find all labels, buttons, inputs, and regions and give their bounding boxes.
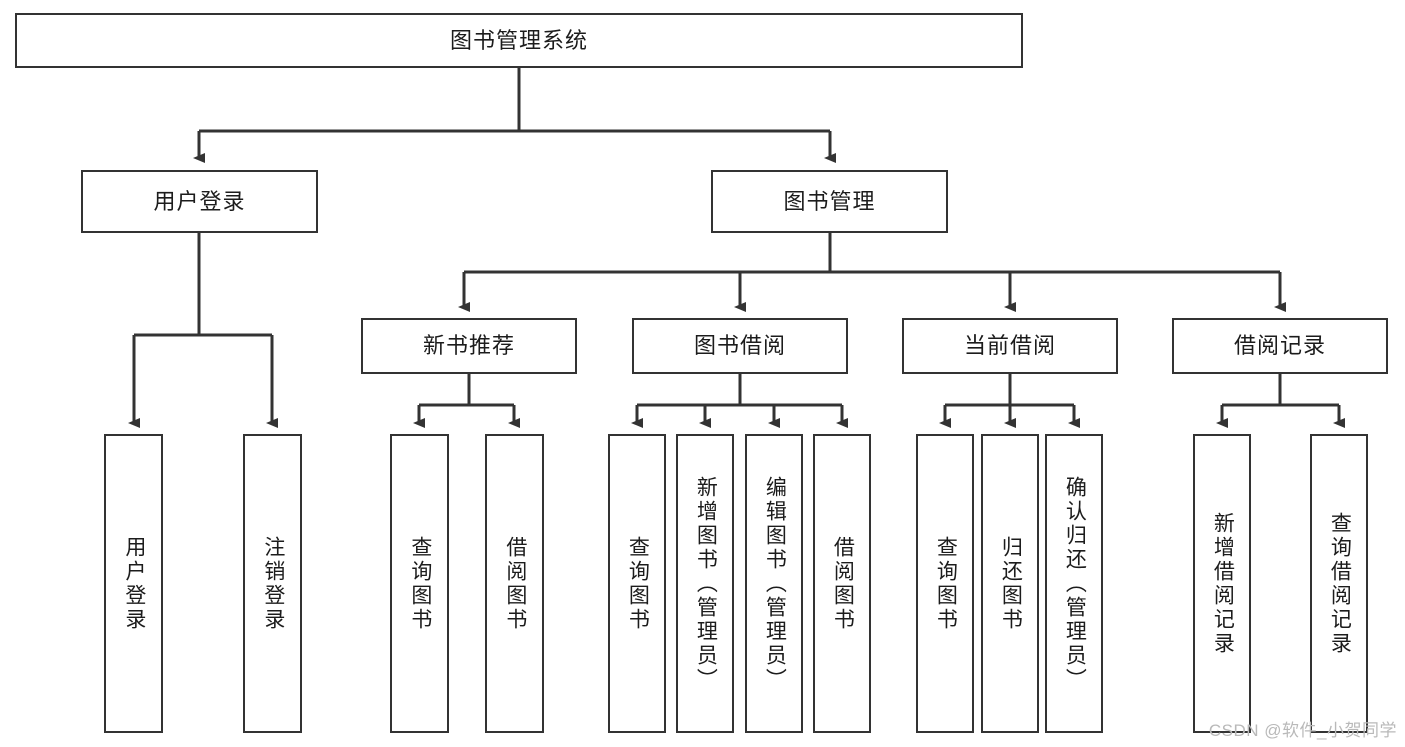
- node-user-login[interactable]: 用户登录: [81, 170, 318, 233]
- node-label: 查询图书: [934, 535, 958, 632]
- node-label: 确认归还（管理员）: [1063, 475, 1087, 692]
- node-leaf-confirm-return[interactable]: 确认归还（管理员）: [1045, 434, 1103, 733]
- node-label: 借阅图书: [831, 535, 855, 632]
- node-label: 注销登录: [261, 535, 285, 632]
- node-leaf-query-book-1[interactable]: 查询图书: [390, 434, 449, 733]
- node-label: 归还图书: [999, 535, 1023, 632]
- node-book-management-system[interactable]: 图书管理系统: [15, 13, 1023, 68]
- node-leaf-add-record[interactable]: 新增借阅记录: [1193, 434, 1251, 733]
- node-leaf-user-login[interactable]: 用户登录: [104, 434, 163, 733]
- node-book-manage[interactable]: 图书管理: [711, 170, 948, 233]
- node-label: 图书管理系统: [449, 27, 588, 53]
- node-label: 查询图书: [408, 535, 432, 632]
- node-current-borrow[interactable]: 当前借阅: [902, 318, 1118, 374]
- node-label: 新增图书（管理员）: [694, 475, 718, 692]
- node-book-borrow[interactable]: 图书借阅: [632, 318, 848, 374]
- node-leaf-logout-login[interactable]: 注销登录: [243, 434, 302, 733]
- node-label: 用户登录: [153, 188, 246, 214]
- node-leaf-borrow-book-1[interactable]: 借阅图书: [485, 434, 544, 733]
- node-label: 借阅图书: [503, 535, 527, 632]
- node-label: 图书借阅: [693, 333, 786, 359]
- node-label: 新增借阅记录: [1211, 511, 1235, 656]
- node-label: 图书管理: [783, 188, 876, 214]
- node-borrow-record[interactable]: 借阅记录: [1172, 318, 1388, 374]
- node-leaf-edit-book[interactable]: 编辑图书（管理员）: [745, 434, 803, 733]
- node-new-book-recommend[interactable]: 新书推荐: [361, 318, 577, 374]
- node-leaf-borrow-book-2[interactable]: 借阅图书: [813, 434, 871, 733]
- node-label: 编辑图书（管理员）: [763, 475, 787, 692]
- node-leaf-query-book-3[interactable]: 查询图书: [916, 434, 974, 733]
- node-label: 查询图书: [626, 535, 650, 632]
- node-label: 查询借阅记录: [1328, 511, 1352, 656]
- node-label: 用户登录: [122, 535, 146, 632]
- node-leaf-query-book-2[interactable]: 查询图书: [608, 434, 666, 733]
- node-leaf-return-book[interactable]: 归还图书: [981, 434, 1039, 733]
- node-label: 当前借阅: [963, 333, 1056, 359]
- node-label: 借阅记录: [1233, 333, 1326, 359]
- watermark-text: CSDN @软件_小贺同学: [1208, 721, 1397, 740]
- node-leaf-add-book[interactable]: 新增图书（管理员）: [676, 434, 734, 733]
- node-label: 新书推荐: [422, 333, 515, 359]
- node-leaf-query-record[interactable]: 查询借阅记录: [1310, 434, 1368, 733]
